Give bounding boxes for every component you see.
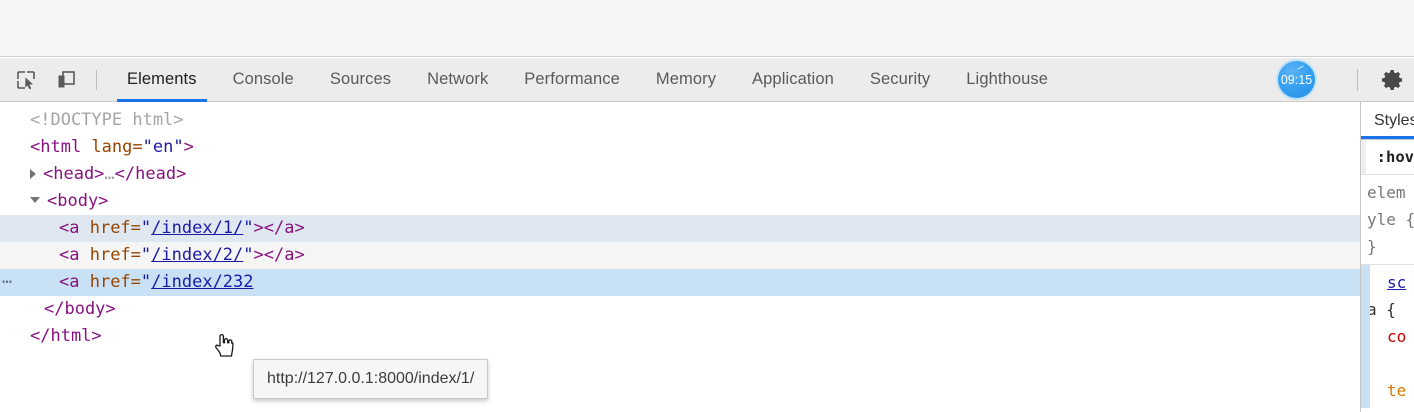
anchor-1-href-link[interactable]: /index/1/ [151, 218, 244, 238]
hover-state-toggle[interactable]: :hov [1376, 148, 1414, 166]
anchor-1-gt: > [253, 218, 264, 238]
css-selector-text[interactable]: a { [1367, 300, 1396, 319]
dom-row-html-open[interactable]: <html lang="en"> [0, 134, 1360, 161]
chevron-right-icon[interactable] [30, 169, 36, 179]
html-close-tag: </html> [30, 326, 102, 346]
tab-application[interactable]: Application [752, 70, 834, 88]
anchor-2-close-tag: </a> [263, 245, 305, 265]
css-rule-selected-bar [1361, 265, 1370, 408]
head-tag-open: <head> [43, 164, 105, 184]
body-markup: <body> [14, 188, 108, 215]
anchor-3-href-link[interactable]: /index/232 [151, 272, 254, 292]
gear-icon[interactable] [1378, 65, 1408, 95]
time-badge-label: 09:15 [1280, 72, 1313, 87]
styles-sidebar: Styles :hov elem yle { } sc a { co te [1360, 102, 1414, 412]
dom-row-doctype[interactable]: <!DOCTYPE html> [0, 107, 1360, 134]
anchor-2-markup: <a href="/index/2/"></a> [14, 242, 305, 269]
anchor-2-href-attr: href= [89, 245, 141, 265]
tooltip-url-text: http://127.0.0.1:8000/index/1/ [267, 370, 475, 387]
tab-performance[interactable]: Performance [524, 70, 620, 88]
dom-row-html-close[interactable]: </html> [0, 323, 1360, 350]
anchor-2-tag: <a [59, 245, 90, 265]
tab-console[interactable]: Console [232, 70, 294, 88]
dom-row-head[interactable]: <head>…</head> [0, 161, 1360, 188]
dom-tree-panel[interactable]: <!DOCTYPE html> <html lang="en"> <head>…… [0, 102, 1360, 412]
html-tag-name: <html [30, 137, 82, 157]
anchor-1-quote-open: " [140, 218, 152, 238]
anchor-1-href-attr: href= [89, 218, 141, 238]
anchor-1-quote-close: " [243, 218, 254, 238]
dom-row-body-close[interactable]: </body> [0, 296, 1360, 323]
tab-memory[interactable]: Memory [655, 70, 717, 88]
tab-lighthouse[interactable]: Lighthouse [966, 70, 1049, 88]
anchor-1-tag: <a [59, 218, 90, 238]
tab-styles[interactable]: Styles [1361, 102, 1414, 139]
doctype-text: <!DOCTYPE html> [30, 110, 184, 130]
devtools-toolbar: Elements Console Sources Network Perform… [0, 58, 1414, 102]
anchor-2-gt: > [253, 245, 264, 265]
element-style-line-3: } [1367, 237, 1377, 256]
anchor-1-close-tag: </a> [263, 218, 305, 238]
tab-network[interactable]: Network [427, 70, 489, 88]
anchor-3-markup: <a href="/index/232 [14, 269, 254, 296]
tab-security[interactable]: Security [869, 70, 931, 88]
anchor-3-quote-open: " [140, 272, 152, 292]
dom-row-anchor-1[interactable]: <a href="/index/1/"></a> [0, 215, 1360, 242]
toolbar-right-group: 09:15 [1278, 58, 1414, 102]
css-property-text-decoration[interactable]: te [1387, 381, 1407, 400]
inspect-element-icon[interactable] [10, 65, 42, 95]
html-lang-value: "en" [142, 137, 184, 157]
devtools-panel: Elements Console Sources Network Perform… [0, 58, 1414, 412]
devtools-body: <!DOCTYPE html> <html lang="en"> <head>…… [0, 102, 1414, 412]
html-tag-close: > [183, 137, 194, 157]
css-rule-anchor[interactable]: sc a { co te [1361, 264, 1414, 408]
dom-row-anchor-2[interactable]: <a href="/index/2/"></a> [0, 242, 1360, 269]
anchor-2-quote-open: " [140, 245, 152, 265]
element-style-line-2: yle { [1367, 210, 1414, 229]
anchor-3-tag: <a [59, 272, 90, 292]
anchor-2-href-link[interactable]: /index/2/ [151, 245, 244, 265]
toolbar-right-divider [1357, 68, 1358, 91]
body-close-tag: </body> [44, 299, 116, 319]
dom-row-body-open[interactable]: <body> [0, 188, 1360, 215]
node-overflow-dots[interactable]: ⋯ [2, 272, 14, 292]
tab-elements[interactable]: Elements [109, 58, 215, 102]
stylesheet-source-link[interactable]: sc [1387, 273, 1407, 292]
panel-tabs: Elements Console Sources Network Perform… [109, 58, 1066, 102]
head-tag-close: </head> [114, 164, 187, 184]
chevron-down-icon[interactable] [30, 197, 40, 203]
body-tag-open: <body> [47, 191, 109, 211]
element-style-rule[interactable]: elem yle { } [1361, 175, 1414, 264]
css-rule-body: sc a { co te [1361, 265, 1414, 408]
toolbar-divider [96, 69, 97, 90]
anchor-2-quote-close: " [243, 245, 254, 265]
styles-tabbar: Styles [1361, 102, 1414, 140]
head-markup: <head>…</head> [14, 161, 186, 188]
head-ellipsis[interactable]: … [104, 164, 115, 184]
tab-sources[interactable]: Sources [329, 70, 392, 88]
html-lang-attr: lang= [81, 137, 143, 157]
page-viewport [0, 0, 1414, 57]
anchor-3-href-attr: href= [89, 272, 141, 292]
badge-tick [1296, 65, 1304, 70]
link-url-tooltip: http://127.0.0.1:8000/index/1/ [253, 359, 489, 399]
css-property-color[interactable]: co [1387, 327, 1407, 346]
device-toolbar-icon[interactable] [50, 65, 82, 95]
time-badge[interactable]: 09:15 [1278, 61, 1315, 98]
html-open-markup: <html lang="en"> [14, 134, 194, 161]
dom-row-anchor-3[interactable]: ⋯ <a href="/index/232 [0, 269, 1360, 296]
styles-filter-row: :hov [1361, 140, 1414, 175]
anchor-1-markup: <a href="/index/1/"></a> [14, 215, 305, 242]
element-style-line-1: elem [1367, 183, 1406, 202]
